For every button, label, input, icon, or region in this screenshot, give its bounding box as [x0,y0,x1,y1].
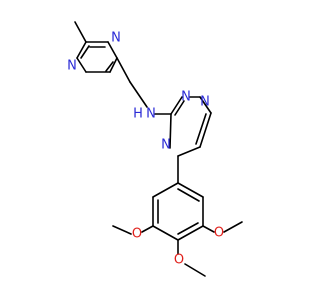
bond-phenyl-1 [177,182,204,198]
bond-o-right-methyl [223,221,243,233]
methoxy-oxygen-right: O [214,226,224,241]
bond-triazine-1-double [174,100,185,116]
bond-phenyl-3 [177,225,204,241]
pyrazine-nitrogen-left: N [67,59,77,74]
bond-pyrazine-3 [109,57,118,73]
amine-hydrogen: H [133,107,143,122]
bond-pyrazine-2 [107,41,118,59]
bond-triazine-4-double [195,113,207,145]
bond-triazine-5 [177,146,201,157]
bond-pyrazine-3-double [105,61,114,72]
bond-triazine-6 [169,113,172,149]
bond-phenyl-3-double [177,222,199,235]
bond-phenyl-6 [152,182,179,198]
triazine-nitrogen-bottom: N [161,138,171,153]
pyrazine-nitrogen-top: N [111,31,121,46]
bond-pyrazine-5 [76,57,87,73]
triazine-nitrogen-left: N [181,90,191,105]
bonds [74,21,243,277]
bond-methyl [74,21,87,43]
bond-triazine-4 [199,112,212,148]
methoxy-oxygen-bottom: O [174,253,184,268]
methoxy-oxygen-left: O [132,227,142,242]
bond-pyrazine-6 [76,41,87,59]
bond-phenyl-o-left [141,225,154,233]
amine-nitrogen: N [146,107,156,122]
bond-triazine-1 [170,96,183,115]
bond-ch2-nh [129,81,148,108]
chemical-structure-diagram: N N N H N N N O O O [67,21,243,277]
bond-pyrazine-6-double [80,45,90,59]
bond-o-left-methyl [112,225,132,235]
bond-triazine-3 [199,96,212,114]
bond-phenyl-4 [152,225,179,241]
atom-labels: N N N H N N N O O O [67,31,224,268]
bond-phenyl-o-right [202,225,215,233]
triazine-nitrogen-right: N [200,95,210,110]
bond-phenyl-1-double [177,188,200,202]
bond-o-bottom-methyl [184,263,206,277]
bond-pyrazine-ch2 [116,57,131,83]
